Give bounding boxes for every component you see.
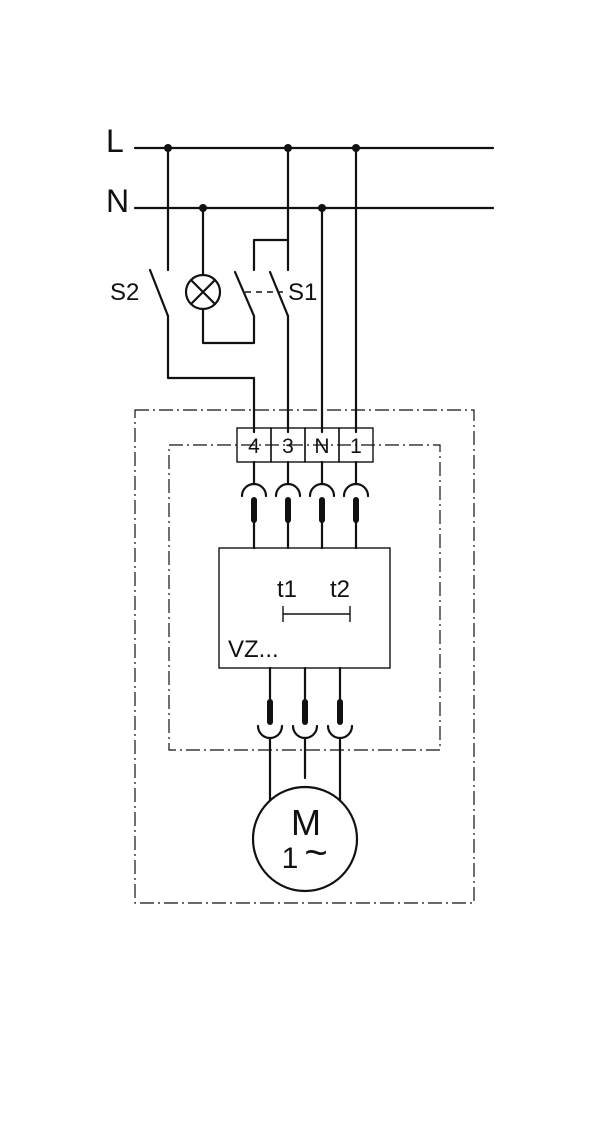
switch-s2 — [148, 146, 256, 434]
terminal-label: 1 — [350, 435, 362, 458]
line-label-N: N — [106, 183, 129, 219]
terminal-label: N — [314, 435, 329, 458]
line-label-L: L — [106, 123, 124, 159]
lower-connectors — [256, 666, 354, 802]
lamp-icon — [184, 206, 256, 345]
timer-label-t1: t1 — [277, 576, 297, 603]
timer-label-t2: t2 — [330, 576, 350, 603]
motor-letter: M — [291, 802, 321, 843]
terminal-label: 3 — [282, 435, 294, 458]
motor-ac-symbol: ~ — [304, 831, 327, 875]
outer-enclosure — [134, 409, 475, 904]
controller-model-label: VZ... — [228, 636, 279, 663]
upper-connectors — [240, 460, 370, 550]
switch-label-s2: S2 — [110, 279, 139, 306]
switch-s1 — [233, 146, 290, 434]
motor-phase: 1 — [282, 842, 299, 875]
motor-symbol — [251, 785, 359, 893]
timer-range-bracket — [282, 606, 351, 622]
switch-label-s1: S1 — [288, 279, 317, 306]
terminal-label: 4 — [248, 435, 260, 458]
